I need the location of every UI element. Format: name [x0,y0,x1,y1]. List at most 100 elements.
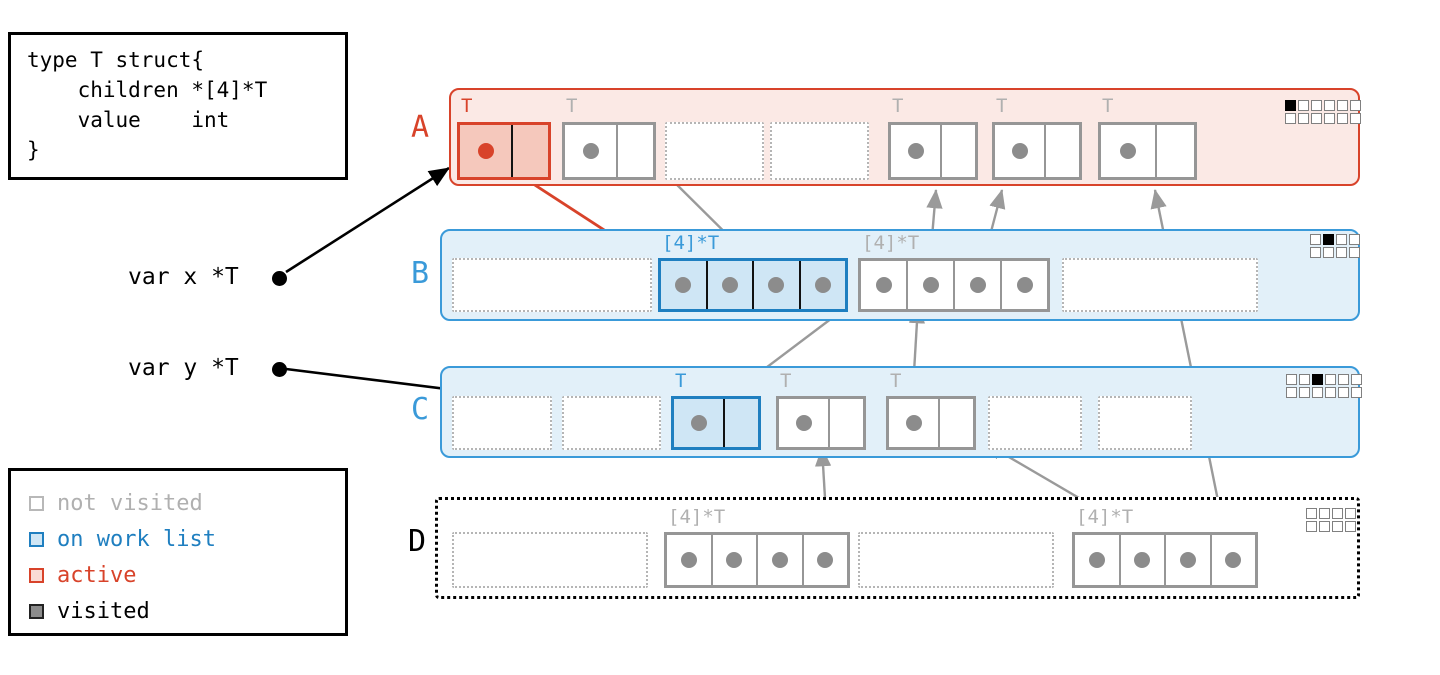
legend-swatch-visited-icon [29,603,44,619]
counter-cell [1312,374,1323,385]
counter-cell [1350,100,1361,111]
counter-row [1285,113,1361,124]
arena-C-struct-2[interactable] [671,396,761,450]
arena-A-object-5-type-tag: T [996,95,1008,117]
counter-cell [1336,234,1347,245]
counter-cell [1349,234,1360,245]
arena-D-object-3-type-tag: [4]*T [1076,506,1134,528]
counter-cell [1299,374,1310,385]
arena-D-array-3[interactable] [1072,532,1258,588]
counter-cell [1350,113,1361,124]
pointer-dot-icon [1225,552,1242,568]
arena-A-struct-5-cell-1 [1044,125,1079,177]
arena-C-struct-4-cell-1 [938,399,973,447]
arena-A-object-4-type-tag: T [892,95,904,117]
legend-label-active: active [57,562,137,588]
arena-A-struct-6[interactable] [1098,122,1197,180]
arena-D-array-3-cell-1 [1118,535,1165,585]
arena-label-A: A [411,110,430,145]
pointer-dot-icon [907,143,924,159]
arena-D-array-3-cell-2 [1164,535,1210,585]
counter-cell [1351,387,1362,398]
arena-A-struct-5[interactable] [992,122,1082,180]
arena-B-array-2-cell-2 [953,261,1000,309]
arena-B-free-slot [1062,258,1258,312]
arena-A-free-slot [665,122,764,180]
arena-B-array-1[interactable] [658,258,848,312]
arena-B-array-1-cell-2 [752,261,799,309]
pointer-dot-icon [1088,552,1105,568]
arena-A-struct-0-cell-1 [511,125,548,177]
arena-A-struct-1[interactable] [562,122,656,180]
counter-cell [1345,521,1356,532]
arena-C-struct-3[interactable] [776,396,866,450]
pointer-dot-icon [1016,277,1033,293]
counter-row [1306,508,1356,519]
counter-row [1310,247,1360,258]
counter-cell [1286,374,1297,385]
arena-D-free-slot [858,532,1054,588]
counter-cell [1332,521,1343,532]
arena-B-array-2-cell-3 [1000,261,1047,309]
counter-cell [1323,234,1334,245]
arena-C-free-slot [452,396,552,450]
legend-item-not-visited: not visited [29,485,345,521]
arena-label-B: B [411,256,430,291]
arena-B-array-2-cell-1 [906,261,953,309]
counter-row [1286,387,1362,398]
arena-A-object-1-type-tag: T [566,95,578,117]
pointer-dot-icon [582,143,599,159]
counter-cell [1324,113,1335,124]
counter-cell [1285,113,1296,124]
arena-label-D: D [408,524,427,559]
arena-B-counter-icon [1310,234,1360,258]
counter-cell [1306,521,1317,532]
arena-B-object-1-type-tag: [4]*T [662,232,720,254]
arena-A-free-slot [770,122,869,180]
pointer-dot-icon [875,277,892,293]
legend-swatch-not-visited-icon [29,495,44,511]
arena-C-free-slot [562,396,661,450]
counter-cell [1312,387,1323,398]
arena-A-struct-4[interactable] [888,122,978,180]
arena-A-struct-5-cell-0 [995,125,1044,177]
type-definition-code: type T struct{ children *[4]*T value int… [27,48,268,162]
pointer-dot-icon [768,277,785,293]
arena-D-array-3-cell-3 [1209,535,1256,585]
arena-C-counter-icon [1286,374,1362,398]
arena-D-object-1-type-tag: [4]*T [668,506,726,528]
arena-A-struct-0[interactable] [457,122,551,180]
counter-cell [1323,247,1334,258]
counter-cell [1299,387,1310,398]
arena-B-array-1-cell-0 [661,261,706,309]
counter-cell [1325,374,1336,385]
counter-cell [1324,100,1335,111]
counter-cell [1286,387,1297,398]
arena-D-array-1[interactable] [664,532,850,588]
arena-A-object-6-type-tag: T [1102,95,1114,117]
arena-D-counter-icon [1306,508,1356,532]
legend-label-visited: visited [57,598,150,624]
legend-item-active: active [29,557,345,593]
arena-B-array-2[interactable] [858,258,1050,312]
arena-C-object-2-type-tag: T [675,370,687,392]
var-y-pointer-dot [272,362,287,377]
pointer-dot-icon [795,415,812,431]
arena-D-array-1-cell-1 [710,535,757,585]
arena-C-struct-3-cell-1 [828,399,863,447]
counter-cell [1285,100,1296,111]
arena-D-free-slot [452,532,648,588]
pointer-dot-icon [690,415,707,431]
arena-C-free-slot [988,396,1082,450]
pointer-dot-icon [680,552,697,568]
arena-A-struct-4-cell-1 [940,125,975,177]
arena-C-free-slot [1098,396,1192,450]
counter-row [1285,100,1361,111]
arena-C-struct-4[interactable] [886,396,976,450]
legend-item-on-work-list: on work list [29,521,345,557]
counter-cell [1351,374,1362,385]
counter-cell [1306,508,1317,519]
counter-cell [1319,521,1330,532]
arena-B-array-1-cell-3 [798,261,846,309]
counter-cell [1338,374,1349,385]
